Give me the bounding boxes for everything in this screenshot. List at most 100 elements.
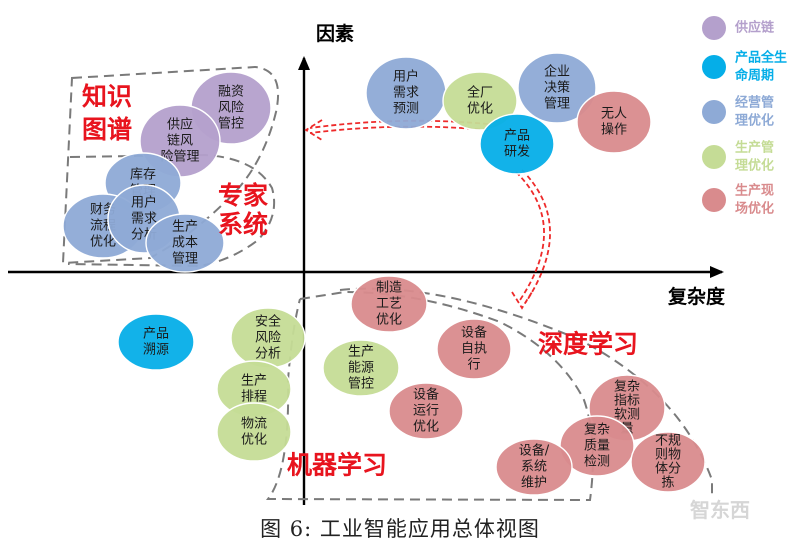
legend-label: 命周期 (734, 68, 774, 84)
bubble-label-line: 管控 (218, 117, 244, 132)
bubble-shape (350, 275, 428, 333)
bubble-label-line: 管理 (172, 252, 198, 267)
bubble-label-line: 优化 (241, 433, 267, 448)
bubble-label-line: 需求 (393, 86, 419, 101)
legend-label: 理优化 (735, 158, 774, 174)
bubble-label-line: 系统 (521, 460, 547, 475)
bubble-label-line: 管控 (348, 377, 374, 392)
bubble-label-line: 拣 (661, 476, 674, 491)
bubble-label-line: 操作 (601, 122, 627, 138)
bubble-label-line: 优化 (413, 420, 439, 435)
bubble-label-line: 库存 (130, 167, 156, 183)
bubble-label-line: 排程 (241, 390, 267, 405)
bubble-shape (495, 438, 573, 496)
bubble-label-line: 设备 (461, 325, 487, 341)
bubble-label-line: 质量 (584, 439, 610, 454)
bubble-label-line: 自执 (461, 342, 487, 357)
bubble-label-line: 分析 (255, 347, 281, 362)
bubble-label-line: 用户 (393, 69, 419, 85)
arrowhead-left (304, 119, 323, 141)
bubble-label-line: 生产 (348, 345, 374, 360)
bubble-label-line: 风险 (218, 101, 244, 116)
bubble-label-line: 工艺 (376, 297, 402, 312)
bubble-label-line: 生产 (172, 220, 198, 235)
bubble-shape (388, 382, 464, 440)
bubble-label-line: 能源 (348, 361, 374, 376)
bubble-label-line: 研发 (504, 144, 530, 160)
bubble-label-line: 风险 (255, 331, 281, 346)
legend-label: 经营管 (735, 95, 774, 111)
watermark: 智东西 (690, 498, 750, 522)
bubble-label-line: 全厂 (467, 85, 493, 101)
bubble-label-line: 无人 (601, 107, 627, 122)
bubble-label-line: 链风 (167, 134, 193, 149)
bubble-label-line: 检测 (584, 455, 610, 470)
bubble-label-line: 优化 (376, 313, 402, 328)
bubble-label-line: 设备/ (519, 443, 550, 459)
bubble-shape (436, 318, 512, 380)
bubble-label-line: 险管理 (160, 150, 199, 165)
legend-swatch (702, 100, 726, 124)
region-label-expert-system-line: 系统 (218, 210, 268, 239)
legend-label: 理优化 (735, 113, 774, 129)
region-label-expert-system-line: 专家 (218, 181, 268, 210)
region-label-knowledge-graph-line: 图谱 (82, 115, 132, 144)
bubble-label-line: 不规 (655, 434, 681, 449)
bubble-label-line: 运行 (413, 404, 439, 419)
region-label-knowledge-graph-line: 知识 (82, 82, 132, 111)
bubbles: 融资风险管控供应链风险管理库存管理财务流程优化用户需求分析生产成本管理用户需求预… (62, 52, 706, 496)
bubble-shape (145, 213, 225, 273)
legend-label: 场优化 (735, 201, 774, 217)
bubble-label-line: 优化 (467, 102, 493, 117)
legend-label: 生产管 (735, 140, 774, 156)
bubble-label-line: 制造 (376, 281, 402, 296)
arrow-to-deep-learning-inner (521, 169, 551, 303)
expert-system-boundary (67, 153, 276, 268)
bubble-label-line: 管理 (544, 97, 570, 112)
bubble-label-line: 物流 (241, 417, 267, 432)
y-axis-label: 因素 (316, 22, 354, 45)
bubble-shape (442, 71, 518, 131)
bubble-label-line: 产品 (143, 327, 169, 342)
x-axis-label: 复杂度 (667, 285, 726, 308)
region-label-machine-learning-line: 机器学习 (287, 451, 387, 480)
legend-swatch (702, 55, 726, 79)
legend-label: 供应链 (734, 20, 775, 36)
bubble-label-line: 指标 (614, 394, 640, 409)
bubble-label-line: 企业 (544, 64, 570, 80)
bubble-shape (630, 431, 706, 493)
bubble-label-line: 溯源 (143, 342, 169, 358)
bubble-label-line: 优化 (90, 235, 116, 250)
legend-swatch (702, 16, 726, 40)
bubble-label-line: 设备 (413, 387, 439, 403)
figure-caption: 图 6: 工业智能应用总体视图 (260, 517, 540, 541)
bubble-label-line: 预测 (393, 102, 419, 117)
bubble-label-line: 融资 (218, 85, 244, 100)
bubble-shape (216, 402, 292, 462)
bubble-shape (479, 113, 555, 175)
bubble-shape (322, 339, 400, 397)
legend-label: 产品全生 (735, 50, 787, 66)
arrow-to-deep-learning-outer (515, 171, 545, 301)
bubble-label-line: 成本 (172, 236, 198, 251)
bubble-shape (576, 90, 652, 154)
bubble-label-line: 则物 (655, 448, 681, 463)
bubble-label-line: 供应 (167, 117, 193, 133)
